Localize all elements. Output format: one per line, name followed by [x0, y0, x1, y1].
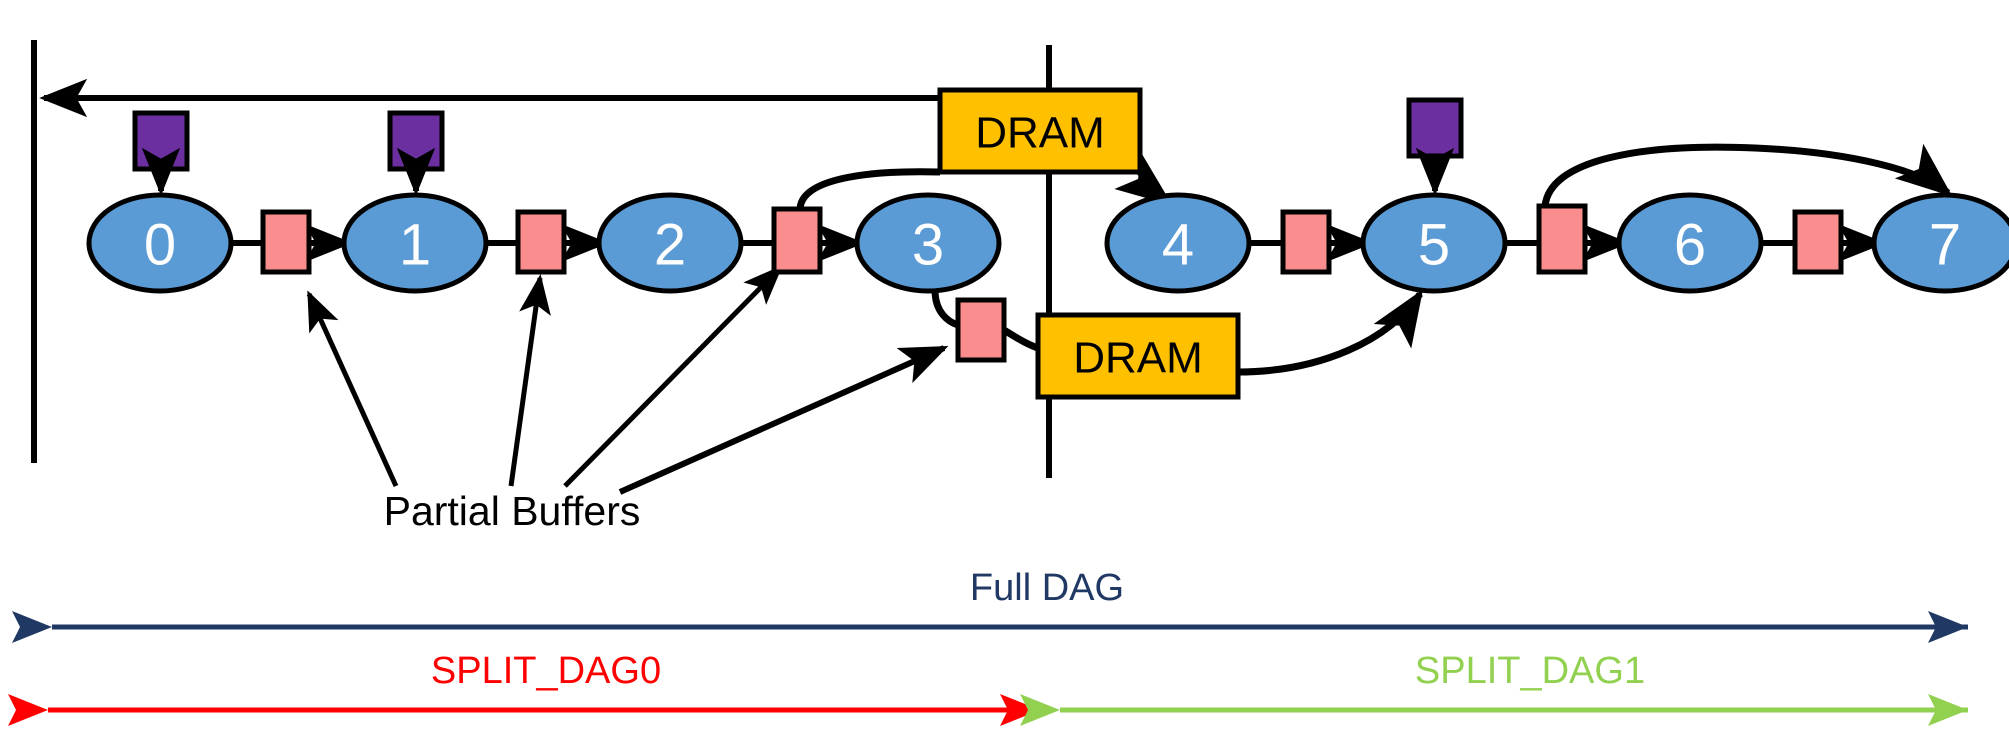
partial-buffer-4[interactable] [1280, 209, 1332, 275]
node-2-label: 2 [654, 213, 686, 278]
partial-buffer-0[interactable] [260, 209, 312, 275]
dram-bottom[interactable]: DRAM [1035, 312, 1241, 400]
leader-line-buffer1 [508, 274, 551, 487]
node-0[interactable]: 0 [86, 192, 234, 294]
edge-dram-bottom-to-node5 [1237, 289, 1424, 376]
partial-buffers-annotation: Partial Buffers [384, 488, 641, 534]
node-0-label: 0 [144, 213, 176, 278]
edge-buffer2-to-dram-top [796, 168, 941, 211]
full-dag-span-label: Full DAG [970, 567, 1124, 609]
node-4[interactable]: 4 [1104, 192, 1252, 294]
split-dag0-span-label: SPLIT_DAG0 [431, 650, 661, 692]
partial-buffer-1[interactable] [515, 209, 567, 275]
node-5[interactable]: 5 [1360, 192, 1508, 294]
node-1[interactable]: 1 [341, 192, 489, 294]
dram-top[interactable]: DRAM [937, 87, 1143, 175]
node-1-label: 1 [399, 213, 431, 278]
node-6-label: 6 [1674, 213, 1706, 278]
weight-block-0[interactable] [132, 110, 190, 172]
leader-line-buffer3 [618, 345, 949, 495]
node-3[interactable]: 3 [854, 192, 1002, 294]
node-2[interactable]: 2 [596, 192, 744, 294]
partial-buffer-5[interactable] [1536, 203, 1588, 275]
leader-line-buffer2 [563, 265, 783, 488]
node-6[interactable]: 6 [1616, 192, 1764, 294]
edge-node3-to-buffer3 [931, 289, 960, 329]
node-5-label: 5 [1418, 213, 1450, 278]
weight-block-2[interactable] [1406, 97, 1464, 159]
leader-line-buffer0 [306, 290, 399, 488]
edge-buffer5-to-node7 [1541, 143, 1953, 207]
node-7-label: 7 [1929, 213, 1961, 278]
partial-buffer-3[interactable] [955, 297, 1007, 363]
node-7[interactable]: 7 [1871, 192, 2009, 294]
node-4-label: 4 [1162, 213, 1194, 278]
dram-top-label: DRAM [975, 109, 1105, 158]
node-3-label: 3 [912, 213, 944, 278]
partial-buffer-6[interactable] [1792, 209, 1844, 275]
dram-bottom-label: DRAM [1073, 334, 1203, 383]
split-dag1-span-label: SPLIT_DAG1 [1415, 650, 1645, 692]
partial-buffer-2[interactable] [771, 206, 823, 275]
weight-block-1[interactable] [387, 110, 445, 172]
